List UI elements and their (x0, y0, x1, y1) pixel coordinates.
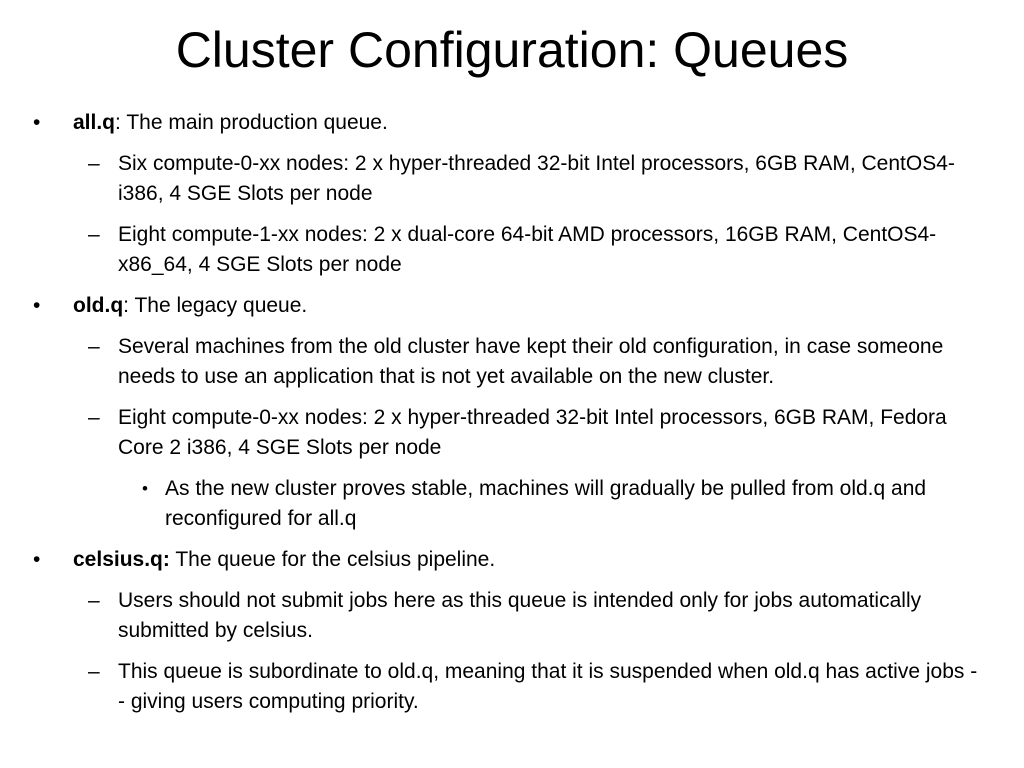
dash-marker: – (88, 223, 100, 246)
sub-item-text: Several machines from the old cluster ha… (118, 335, 944, 388)
sub-item-text: Eight compute-0-xx nodes: 2 x hyper-thre… (118, 406, 947, 459)
queue-name: old.q (73, 294, 124, 317)
bullet-marker: • (33, 548, 41, 571)
bullet-item-celsius-q: • celsius.q: The queue for the celsius p… (0, 545, 1024, 575)
sub-item: – Eight compute-1-xx nodes: 2 x dual-cor… (0, 220, 978, 280)
bullet-marker: • (33, 111, 41, 134)
sub-item-text: Users should not submit jobs here as thi… (118, 589, 922, 642)
queue-name: celsius.q: (73, 548, 170, 571)
dash-marker: – (88, 335, 100, 358)
dash-marker: – (88, 660, 100, 683)
sub-item: – Eight compute-0-xx nodes: 2 x hyper-th… (0, 403, 978, 463)
queue-name-suffix: : (123, 294, 129, 317)
bullet-item-all-q: • all.q: The main production queue. (0, 108, 1024, 138)
sub-item: – Users should not submit jobs here as t… (0, 586, 978, 646)
queue-description: The queue for the celsius pipeline. (169, 548, 496, 571)
sub-sub-item: • As the new cluster proves stable, mach… (0, 474, 985, 534)
dash-marker: – (88, 152, 100, 175)
queue-name-suffix: : (115, 111, 121, 134)
queue-name: all.q (73, 111, 116, 134)
slide-title: Cluster Configuration: Queues (175, 22, 849, 78)
bullet-marker: • (33, 294, 41, 317)
slide-body: • all.q: The main production queue. – Si… (0, 108, 1024, 728)
bullet-item-old-q: • old.q: The legacy queue. (0, 291, 1024, 321)
queue-description: The main production queue. (120, 111, 388, 134)
dash-marker: – (88, 406, 100, 429)
dash-marker: – (88, 589, 100, 612)
sub-sub-item-text: As the new cluster proves stable, machin… (165, 477, 927, 530)
sub-item: – Several machines from the old cluster … (0, 332, 978, 392)
bullet-marker: • (142, 479, 148, 498)
sub-item-text: This queue is subordinate to old.q, mean… (118, 660, 978, 713)
sub-item-text: Eight compute-1-xx nodes: 2 x dual-core … (118, 223, 937, 276)
queue-description: The legacy queue. (129, 294, 308, 317)
sub-item: – This queue is subordinate to old.q, me… (0, 657, 978, 717)
sub-item: – Six compute-0-xx nodes: 2 x hyper-thre… (0, 149, 978, 209)
sub-item-text: Six compute-0-xx nodes: 2 x hyper-thread… (118, 152, 955, 205)
